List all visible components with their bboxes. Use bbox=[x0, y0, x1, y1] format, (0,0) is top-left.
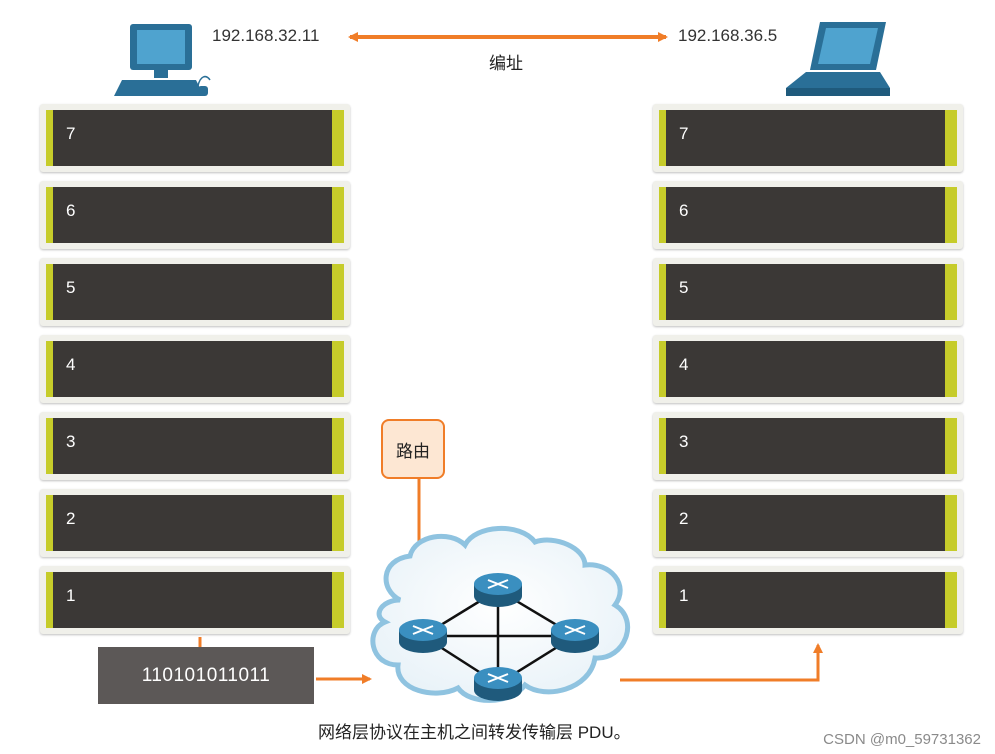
destination-ip-label: 192.168.36.5 bbox=[678, 26, 778, 45]
layer-number: 5 bbox=[66, 278, 76, 297]
source-ip-label: 192.168.32.11 bbox=[212, 26, 320, 45]
routing-label-box: 路由 bbox=[381, 419, 445, 479]
layer-number: 6 bbox=[679, 201, 689, 220]
router-icon bbox=[551, 619, 599, 653]
source-layer-3: 3 bbox=[40, 412, 350, 480]
source-layer-6: 6 bbox=[40, 181, 350, 249]
source-layer-7: 7 bbox=[40, 104, 350, 172]
destination-layer-2: 2 bbox=[653, 489, 963, 557]
layer-number: 3 bbox=[679, 432, 689, 451]
bitstream-label: 110101011011 bbox=[141, 664, 271, 686]
layer-number: 2 bbox=[66, 509, 76, 528]
desktop-computer-icon bbox=[114, 24, 211, 96]
routing-label: 路由 bbox=[396, 441, 430, 461]
cloud-to-destination-arrow bbox=[620, 643, 823, 682]
destination-layer-5: 5 bbox=[653, 258, 963, 326]
router-icon bbox=[474, 667, 522, 701]
bitstream-box: 110101011011 bbox=[98, 647, 314, 704]
watermark: CSDN @m0_59731362 bbox=[823, 731, 981, 748]
destination-layer-4: 4 bbox=[653, 335, 963, 403]
router-icon bbox=[399, 619, 447, 653]
layer-number: 1 bbox=[66, 586, 76, 605]
layer-number: 2 bbox=[679, 509, 689, 528]
source-layer-4: 4 bbox=[40, 335, 350, 403]
router-icon bbox=[474, 573, 522, 607]
diagram-caption: 网络层协议在主机之间转发传输层 PDU。 bbox=[318, 723, 631, 742]
destination-layer-1: 1 bbox=[653, 566, 963, 634]
layer-number: 4 bbox=[679, 355, 689, 374]
addressing-label: 编址 bbox=[489, 54, 523, 73]
layer-number: 5 bbox=[679, 278, 689, 297]
layer-number: 1 bbox=[679, 586, 689, 605]
layer-number: 7 bbox=[679, 124, 689, 143]
destination-layer-3: 3 bbox=[653, 412, 963, 480]
layer-number: 4 bbox=[66, 355, 76, 374]
destination-layer-7: 7 bbox=[653, 104, 963, 172]
source-layer-2: 2 bbox=[40, 489, 350, 557]
layer-number: 7 bbox=[66, 124, 76, 143]
source-layer-1: 1 bbox=[40, 566, 350, 634]
layer-number: 6 bbox=[66, 201, 76, 220]
layer-number: 3 bbox=[66, 432, 76, 451]
destination-layer-6: 6 bbox=[653, 181, 963, 249]
source-layer-5: 5 bbox=[40, 258, 350, 326]
laptop-icon bbox=[786, 22, 890, 96]
network-cloud-icon bbox=[370, 526, 631, 703]
